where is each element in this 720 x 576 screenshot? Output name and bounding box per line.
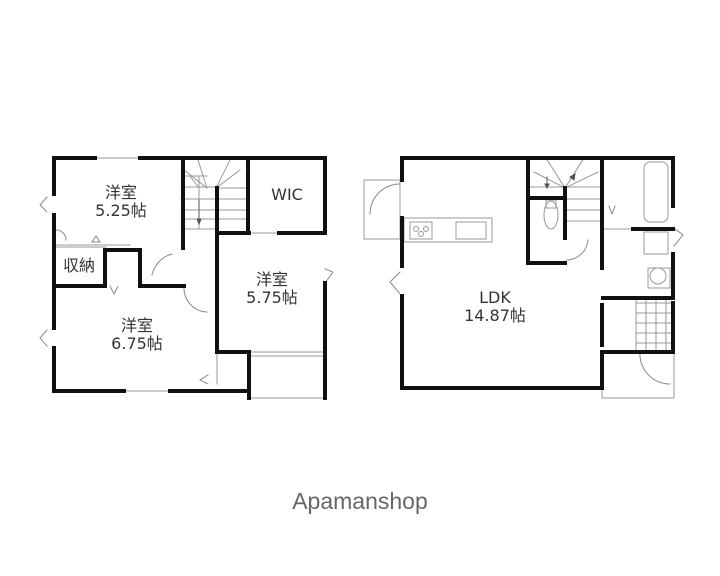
room-label-western-5-75: 洋室 5.75帖 bbox=[225, 270, 319, 308]
room-type: 洋室 bbox=[120, 316, 153, 335]
room-size: 5.25帖 bbox=[95, 201, 147, 221]
room-type: 洋室 bbox=[255, 270, 288, 289]
room-label-western-5-25: 洋室 5.25帖 bbox=[76, 183, 166, 221]
stove bbox=[409, 221, 433, 240]
washbasin bbox=[649, 267, 667, 285]
apamanshop-logo: Apamanshop bbox=[292, 488, 428, 514]
upper-floor-plan bbox=[39, 156, 334, 400]
entrance-tile-grid bbox=[635, 299, 675, 351]
bathtub bbox=[643, 161, 669, 223]
room-type: WIC bbox=[271, 185, 303, 204]
room-label-ldk: LDK 14.87帖 bbox=[440, 288, 550, 326]
room-label-storage: 収納 bbox=[54, 256, 104, 275]
sink bbox=[455, 221, 487, 240]
room-type: 洋室 bbox=[104, 183, 137, 202]
washing-machine bbox=[643, 231, 669, 255]
ground-floor-plan bbox=[363, 156, 684, 399]
room-size: 14.87帖 bbox=[464, 306, 526, 326]
balcony-outline bbox=[248, 351, 326, 399]
room-size: 6.75帖 bbox=[111, 334, 163, 354]
room-type: 収納 bbox=[62, 256, 95, 275]
toilet bbox=[543, 200, 559, 230]
room-label-wic: WIC bbox=[250, 185, 324, 204]
room-size: 5.75帖 bbox=[246, 288, 298, 308]
room-label-western-6-75: 洋室 6.75帖 bbox=[90, 316, 184, 354]
room-type: LDK bbox=[479, 288, 511, 307]
entrance-outline bbox=[363, 179, 401, 240]
